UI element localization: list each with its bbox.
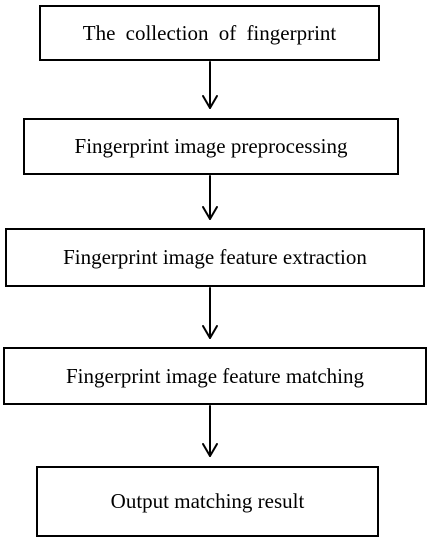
step-preprocessing-box: Fingerprint image preprocessing — [23, 118, 399, 175]
step-feature-extraction-box: Fingerprint image feature extraction — [5, 228, 425, 287]
step-output-result-label: Output matching result — [110, 489, 305, 513]
step-collection-label: The collection of fingerprint — [82, 20, 337, 45]
step-output-result-box: Output matching result — [36, 466, 379, 537]
arrow-extraction-to-matching — [202, 287, 218, 339]
arrow-preprocessing-to-extraction — [202, 175, 218, 220]
step-preprocessing-label: Fingerprint image preprocessing — [74, 134, 348, 158]
arrow-collection-to-preprocessing — [202, 61, 218, 109]
step-feature-extraction-label: Fingerprint image feature extraction — [63, 245, 367, 269]
step-feature-matching-box: Fingerprint image feature matching — [3, 347, 427, 405]
step-feature-matching-label: Fingerprint image feature matching — [66, 363, 364, 388]
arrow-matching-to-output — [202, 405, 218, 457]
step-collection-box: The collection of fingerprint — [39, 5, 380, 61]
